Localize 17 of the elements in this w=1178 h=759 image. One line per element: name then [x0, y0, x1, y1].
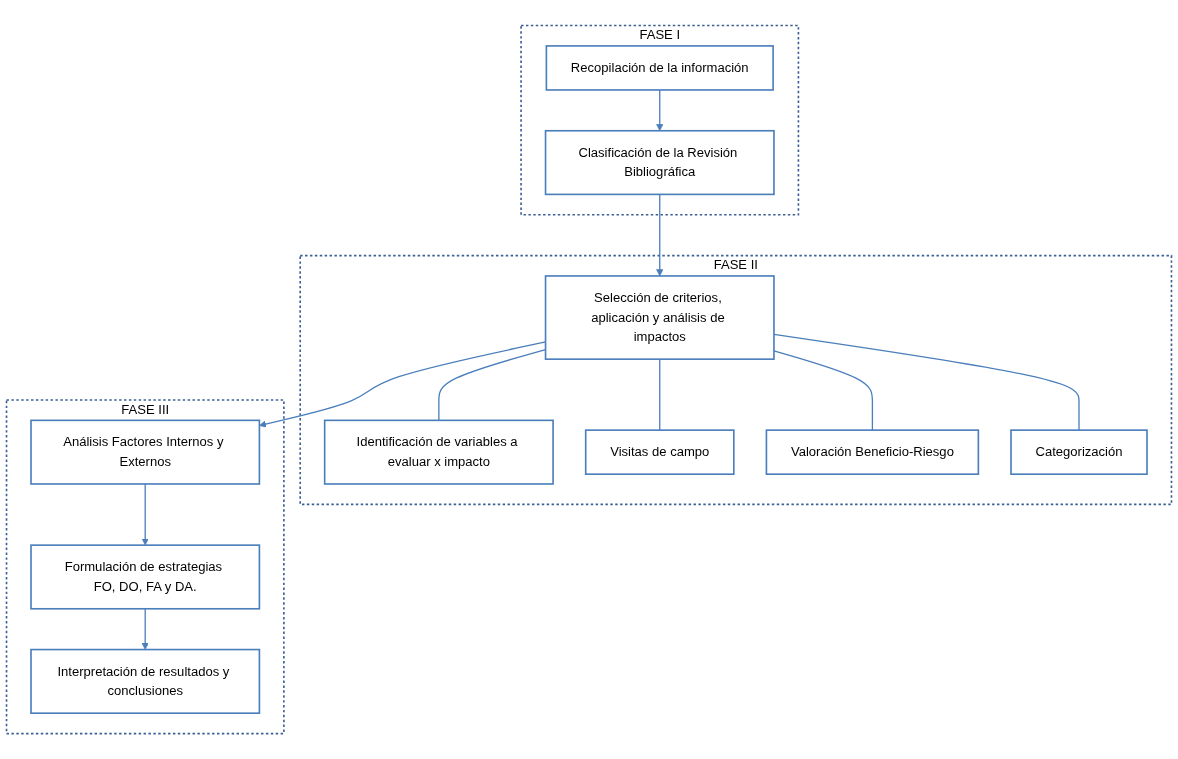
- arrow: [656, 193, 664, 277]
- arrow: [656, 89, 664, 131]
- node-box: Selección de criterios, aplicación y análisis de impactos: [544, 275, 775, 360]
- node-box: Recopilación de la información: [545, 45, 774, 91]
- node-box: Visitas de campo: [584, 429, 735, 475]
- node-box: Categorización: [1010, 429, 1148, 475]
- arrow: [141, 483, 149, 546]
- connector: [773, 333, 1080, 431]
- connector: [659, 358, 661, 431]
- node-box: Interpretación de resultados y conclusiones: [30, 648, 261, 714]
- node-box: Formulación de estrategias FO, DO, FA y DA.: [30, 544, 261, 610]
- arrow: [141, 608, 149, 650]
- connector: [773, 350, 874, 431]
- node-box: Valoración Beneficio-Riesgo: [765, 429, 980, 475]
- node-box: Clasificación de la Revisión Bibliográfica: [544, 129, 775, 196]
- node-box: Análisis Factores Internos y Externos: [30, 419, 261, 485]
- node-box: Identificación de variables a evaluar x impacto: [323, 419, 554, 485]
